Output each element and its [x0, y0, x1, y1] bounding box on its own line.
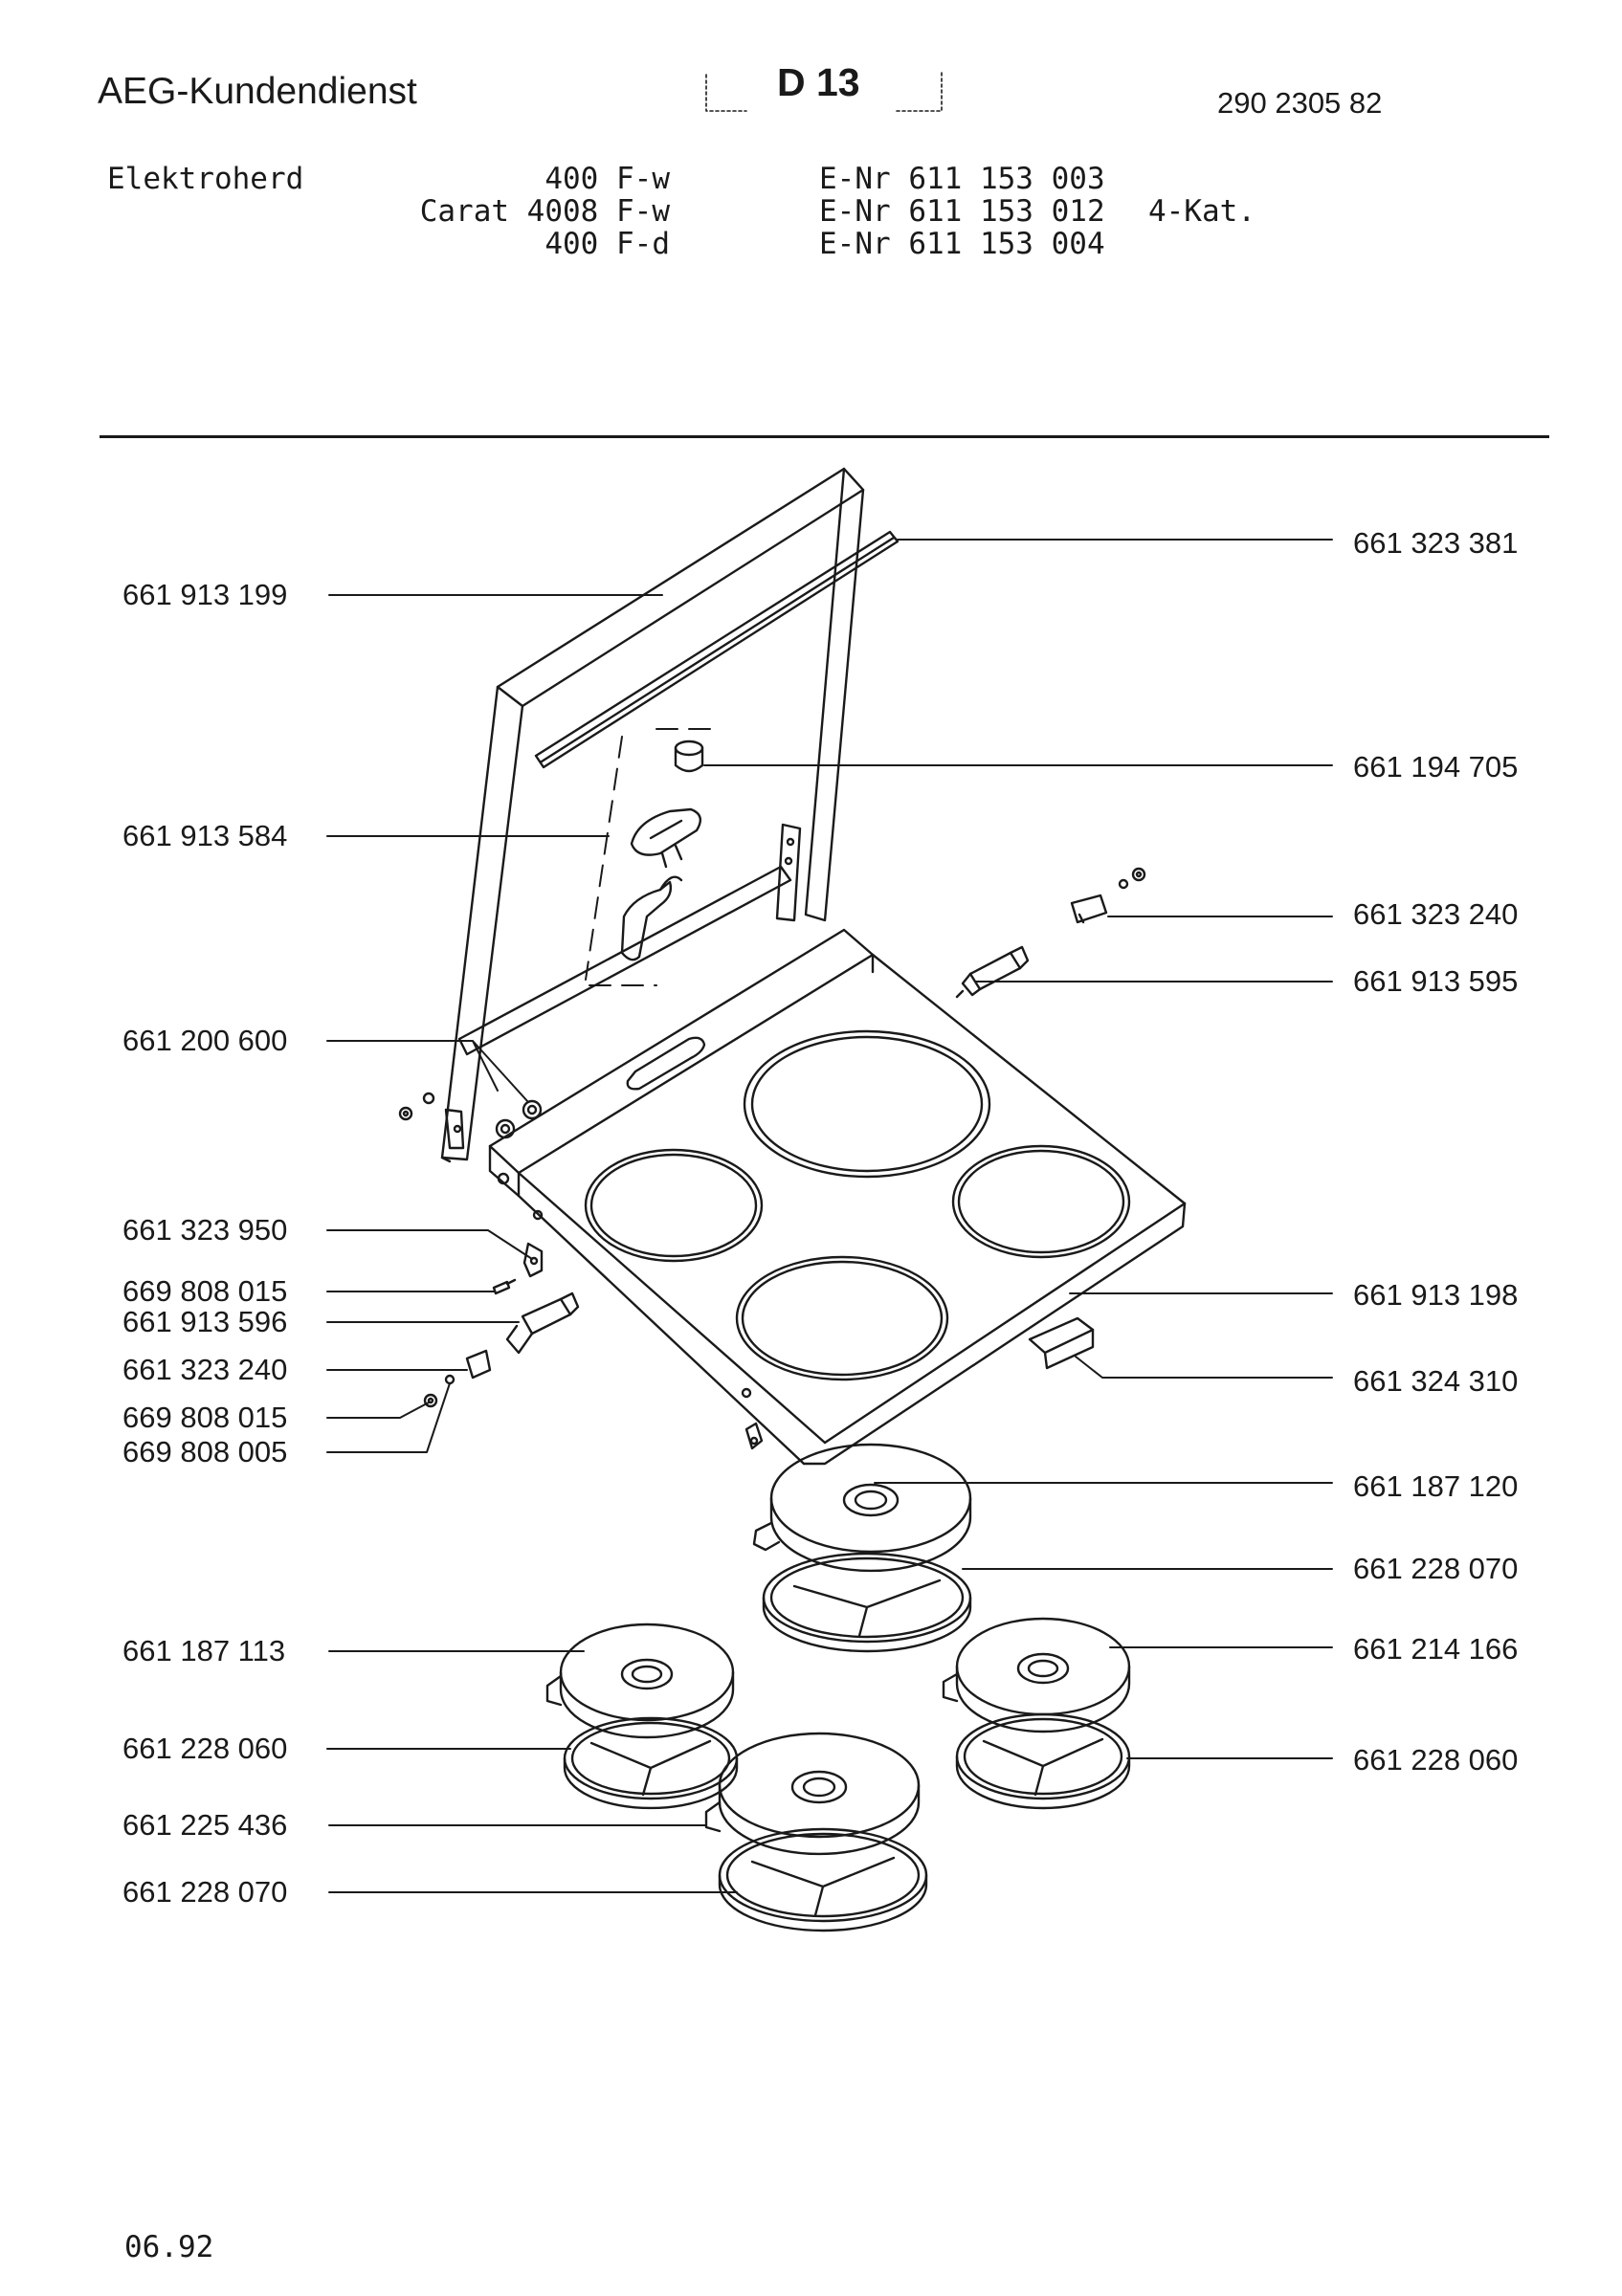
- part-label: 661 187 113: [122, 1634, 286, 1667]
- part-label: 669 808 015: [122, 1401, 288, 1434]
- clip-bottom: [744, 1422, 764, 1450]
- leader-lines-left: [326, 594, 738, 1893]
- part-label: 661 228 070: [1353, 1552, 1519, 1585]
- part-label: 661 323 950: [122, 1213, 288, 1247]
- hotplate-ring-large: [762, 1552, 972, 1653]
- switch-bracket-right: [1070, 867, 1146, 924]
- leader-lines-right: [703, 539, 1333, 1759]
- hotplate-front: [704, 1732, 921, 1856]
- part-label: 669 808 015: [122, 1274, 288, 1308]
- pilot-lamp-right: [955, 945, 1030, 999]
- part-label: 661 225 436: [122, 1808, 288, 1842]
- part-label: 661 913 198: [1353, 1278, 1519, 1312]
- product-type: Elektroherd: [107, 162, 304, 196]
- handle-lower: [620, 875, 683, 961]
- part-label: 661 913 596: [122, 1305, 288, 1338]
- sheet-number: D 13: [777, 60, 860, 104]
- part-label: 669 808 005: [122, 1435, 288, 1468]
- handle-upper: [630, 807, 702, 869]
- header-rule: [100, 435, 1549, 438]
- part-label: 661 324 310: [1353, 1364, 1519, 1398]
- pilot-lamp-left: [505, 1292, 580, 1355]
- model-line: 400 F-d: [544, 227, 670, 261]
- part-label: 661 913 584: [122, 819, 288, 852]
- lid-seal: [534, 530, 900, 769]
- part-label: 661 323 240: [1353, 897, 1519, 931]
- screw-left-1: [492, 1278, 517, 1295]
- part-label: 661 228 070: [122, 1875, 288, 1909]
- hotplate-ring-right: [955, 1712, 1131, 1810]
- part-label: 661 228 060: [122, 1732, 288, 1765]
- hotplate-large: [752, 1443, 972, 1573]
- part-label: 661 323 240: [122, 1353, 288, 1386]
- part-label: 661 323 381: [1353, 526, 1519, 560]
- glass-lid: [440, 467, 865, 1163]
- hotplate-left: [545, 1623, 735, 1739]
- brand-title: AEG-Kundendienst: [98, 71, 417, 112]
- part-label: 661 228 060: [1353, 1743, 1519, 1777]
- switch-bracket-left: [423, 1349, 492, 1408]
- print-date: 06.92: [124, 2230, 214, 2264]
- document-number: 290 2305 82: [1217, 86, 1383, 120]
- enr-line: E-Nr 611 153 003: [819, 162, 1105, 196]
- part-label: 661 913 199: [122, 578, 288, 611]
- hotplate-ring-left: [563, 1716, 739, 1810]
- pilot-knob: [674, 740, 704, 773]
- category-label: 4-Kat.: [1148, 194, 1255, 229]
- model-line: Carat 4008 F-w: [419, 194, 670, 229]
- hotplate-ring-front: [718, 1827, 928, 1932]
- part-label: 661 200 600: [122, 1024, 288, 1057]
- enr-line: E-Nr 611 153 012: [819, 194, 1105, 229]
- part-label: 661 214 166: [1353, 1632, 1519, 1666]
- hob-handle-block: [1028, 1316, 1095, 1370]
- enr-line: E-Nr 611 153 004: [819, 227, 1105, 261]
- part-label: 661 194 705: [1353, 750, 1519, 784]
- sheet-bracket: [705, 72, 943, 112]
- bracket-left: [522, 1242, 544, 1278]
- part-label: 661 913 595: [1353, 964, 1519, 998]
- model-line: 400 F-w: [544, 162, 670, 196]
- detail-bracket: [585, 728, 713, 986]
- hob-plate: [488, 928, 1187, 1466]
- part-label: 661 187 120: [1353, 1469, 1519, 1503]
- hinge-screws: [398, 1092, 543, 1139]
